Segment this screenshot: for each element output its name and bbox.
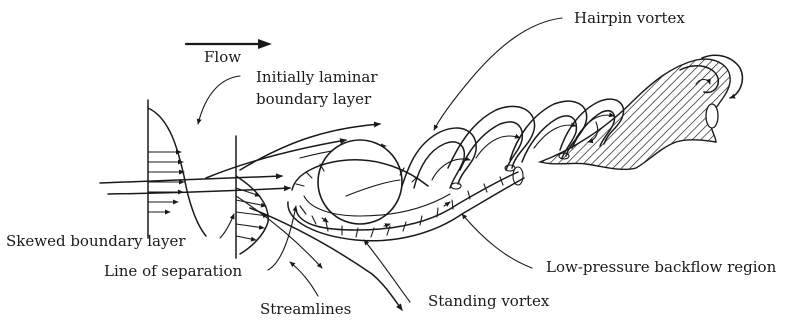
label-line-of-separation: Line of separation <box>104 262 243 280</box>
label-flow: Flow <box>204 48 241 66</box>
laminar-profile <box>148 100 206 238</box>
backflow-region <box>540 55 742 169</box>
label-backflow-region: Low-pressure backflow region <box>546 258 777 276</box>
label-laminar-1: Initially laminar <box>256 68 378 86</box>
label-hairpin-vortex: Hairpin vortex <box>574 9 685 27</box>
label-laminar-2: boundary layer <box>256 90 372 108</box>
skewed-profile <box>236 136 268 258</box>
sphere-obstacle <box>318 140 402 224</box>
label-streamlines: Streamlines <box>260 300 351 318</box>
label-skewed-boundary-layer: Skewed boundary layer <box>6 232 186 250</box>
label-standing-vortex: Standing vortex <box>428 292 550 310</box>
